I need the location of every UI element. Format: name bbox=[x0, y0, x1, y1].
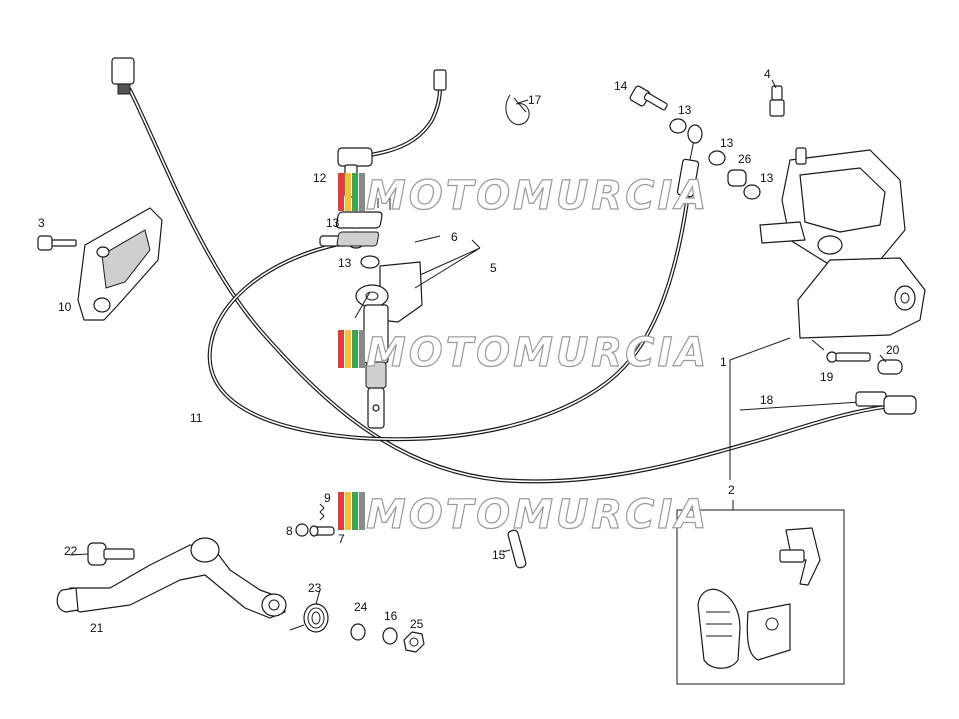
callout-12: 12 bbox=[313, 171, 327, 185]
callout-21: 21 bbox=[90, 621, 104, 635]
callout-26: 26 bbox=[738, 152, 752, 166]
callout-6: 6 bbox=[451, 230, 458, 244]
callout-24: 24 bbox=[354, 600, 368, 614]
watermark-text-bottom: MOTOMURCIA bbox=[366, 492, 709, 538]
pin-7 bbox=[309, 525, 335, 537]
callout-10: 10 bbox=[58, 300, 72, 314]
callout-22: 22 bbox=[64, 544, 78, 558]
washer-24 bbox=[350, 623, 366, 641]
nut-25 bbox=[403, 631, 425, 653]
brake-pad-kit-2 bbox=[676, 509, 845, 685]
washer-13d bbox=[708, 150, 726, 166]
callout-20: 20 bbox=[886, 343, 900, 357]
callout-17: 17 bbox=[528, 93, 542, 107]
leader-lines bbox=[69, 79, 887, 605]
hose-18 bbox=[739, 391, 917, 415]
callout-2: 2 bbox=[728, 483, 735, 497]
bolt-14 bbox=[629, 85, 668, 111]
callout-7: 7 bbox=[338, 532, 345, 546]
master-cylinder-5 bbox=[355, 261, 423, 429]
callout-9: 9 bbox=[324, 491, 331, 505]
cover-10 bbox=[77, 207, 163, 321]
spacer-26 bbox=[727, 169, 747, 187]
callout-18: 18 bbox=[760, 393, 774, 407]
spring-23 bbox=[289, 603, 329, 633]
brake-hose bbox=[207, 124, 703, 442]
washer-16 bbox=[382, 627, 398, 645]
callout-14: 14 bbox=[614, 79, 628, 93]
callout-1: 1 bbox=[720, 355, 727, 369]
washer-13c bbox=[669, 118, 687, 134]
washer-13e bbox=[743, 184, 761, 200]
callout-5: 5 bbox=[490, 261, 497, 275]
pin-15 bbox=[507, 529, 527, 569]
bleeder-4 bbox=[769, 85, 785, 117]
watermark: MOTOMURCIA MOTOMURCIA MOTOMURCIA bbox=[338, 172, 709, 539]
callouts: 1 2 3 4 5 6 7 8 9 10 11 12 13 13 13 13 1… bbox=[38, 67, 900, 635]
callout-13-d: 13 bbox=[720, 136, 734, 150]
callout-16: 16 bbox=[384, 609, 398, 623]
callout-23: 23 bbox=[308, 581, 322, 595]
bolt-22 bbox=[87, 542, 135, 566]
callout-19: 19 bbox=[820, 370, 834, 384]
cable-11 bbox=[111, 57, 902, 484]
bush-20 bbox=[877, 359, 903, 375]
screw-3 bbox=[37, 235, 77, 251]
callout-8: 8 bbox=[286, 524, 293, 538]
callout-13-a: 13 bbox=[326, 216, 340, 230]
pin-19 bbox=[826, 351, 871, 363]
brake-pedal-21 bbox=[56, 537, 287, 619]
callout-4: 4 bbox=[764, 67, 771, 81]
callout-13-c: 13 bbox=[678, 103, 692, 117]
reservoir-cap-6 bbox=[335, 198, 391, 247]
callout-25: 25 bbox=[410, 617, 424, 631]
brake-caliper-1 bbox=[759, 147, 926, 339]
watermark-text-top: MOTOMURCIA bbox=[366, 173, 709, 219]
callout-15: 15 bbox=[492, 548, 506, 562]
callout-3: 3 bbox=[38, 216, 45, 230]
washer-8 bbox=[295, 523, 309, 537]
callout-13-b: 13 bbox=[338, 256, 352, 270]
spring-9 bbox=[319, 503, 325, 521]
callout-13-e: 13 bbox=[760, 171, 774, 185]
callout-11: 11 bbox=[190, 411, 203, 425]
washer-13b bbox=[360, 255, 380, 269]
watermark-text-middle: MOTOMURCIA bbox=[366, 330, 709, 376]
cable-tie-17 bbox=[505, 94, 530, 126]
